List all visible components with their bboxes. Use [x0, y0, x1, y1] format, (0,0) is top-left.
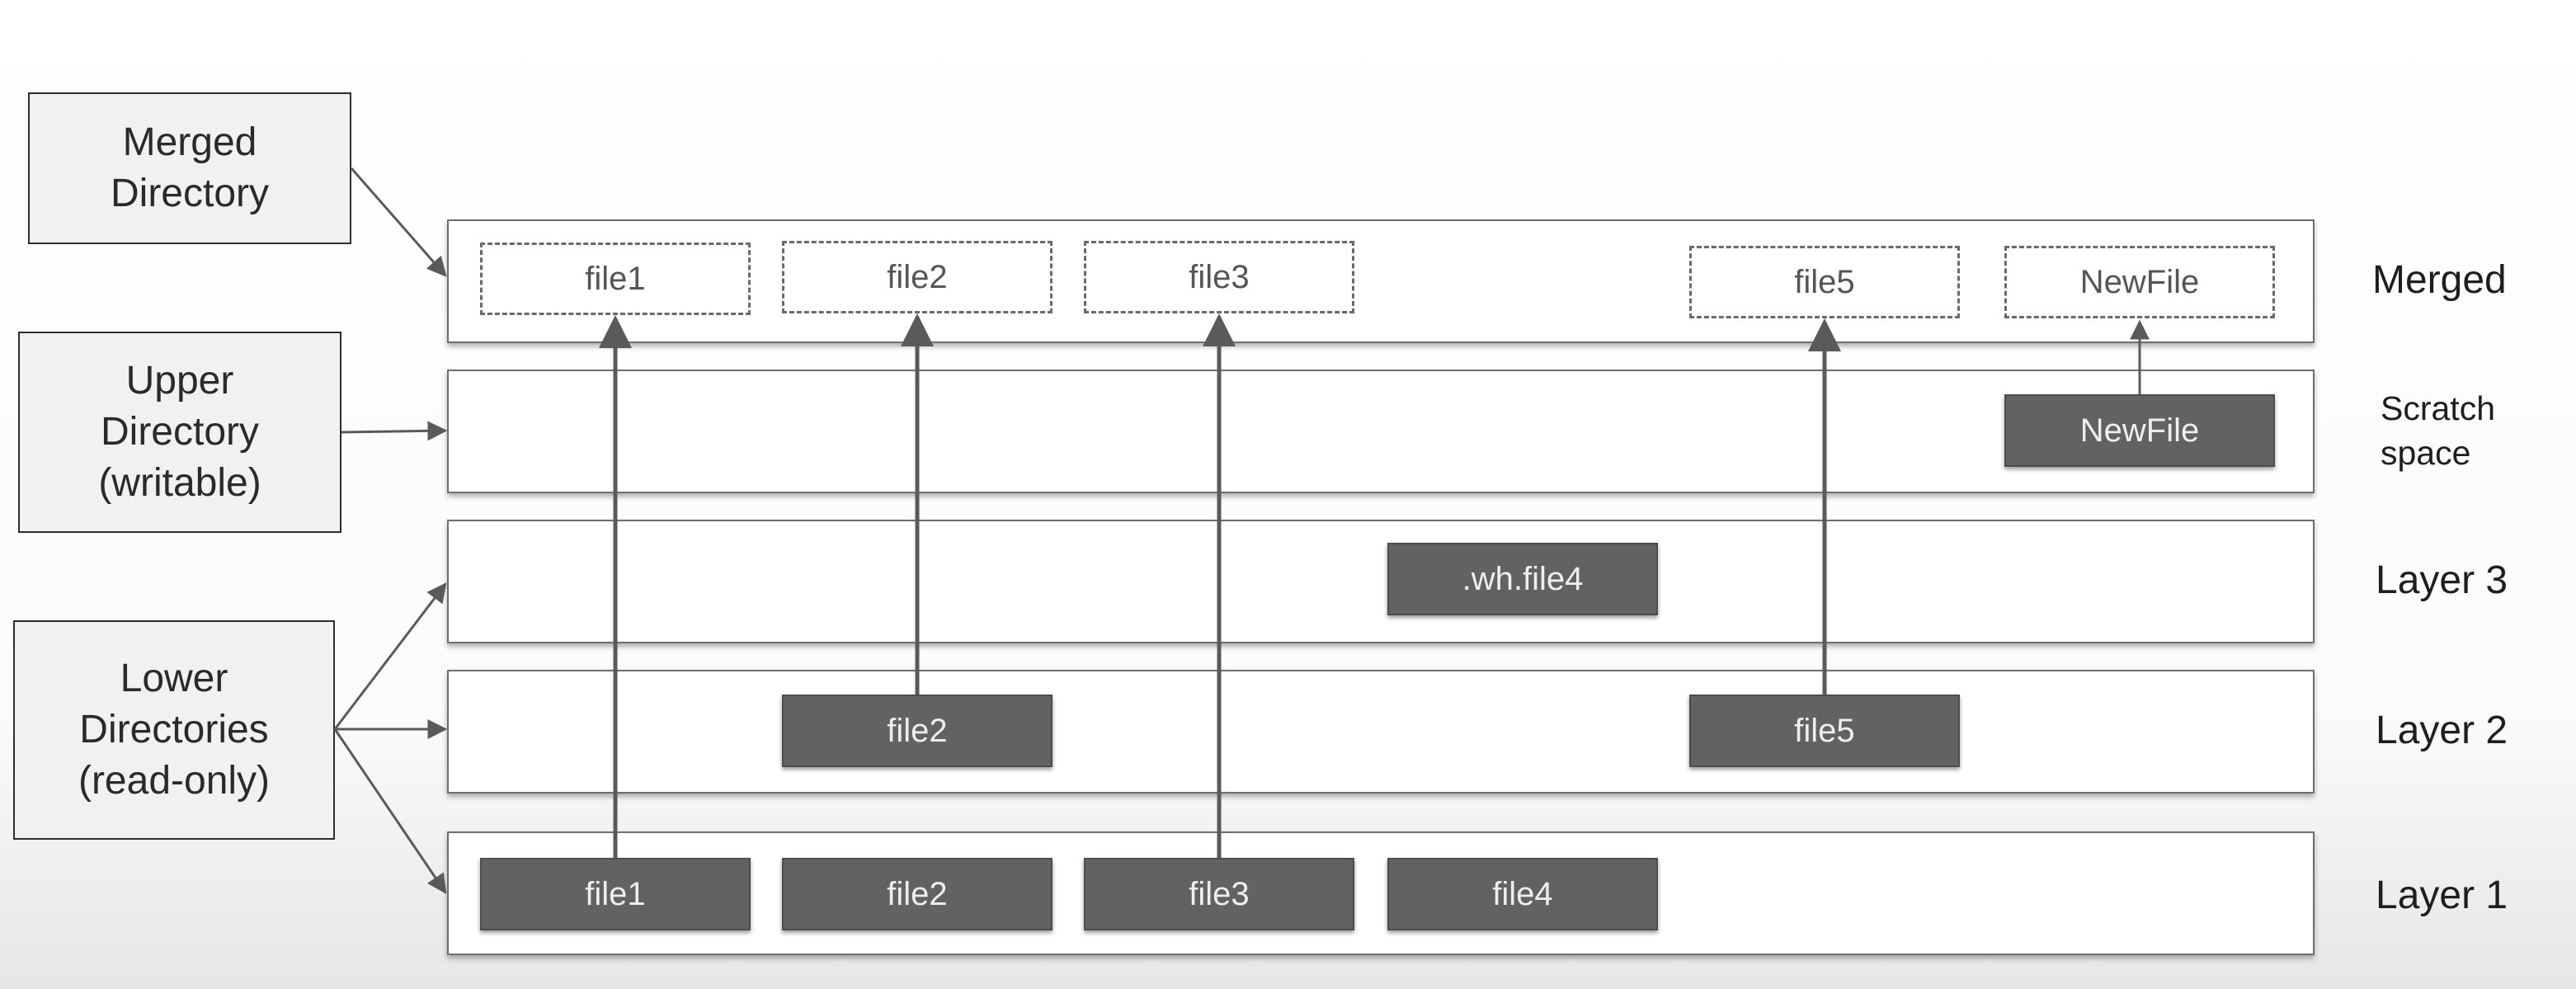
layer-3: [447, 520, 2315, 643]
layer1-file1: file1: [480, 858, 751, 930]
arrow-lower-to-layer3: [333, 582, 447, 730]
upper-directory-label: Upper Directory (writable): [18, 332, 341, 533]
layer-1: [447, 831, 2315, 955]
arrow-lower-to-layer1: [333, 728, 447, 894]
layer-1-label: Layer 1: [2376, 874, 2508, 917]
scratch-space-label: Scratch space: [2381, 389, 2495, 472]
merged-file1: file1: [480, 243, 751, 315]
merged-layer-label: Merged: [2372, 258, 2507, 302]
layer-3-label: Layer 3: [2376, 558, 2508, 602]
merged-directory-label: Merged Directory: [28, 92, 351, 244]
arrow-upper-directory: [341, 421, 448, 441]
lower-directories-label: Lower Directories (read-only): [13, 620, 335, 840]
layer-2: [447, 670, 2315, 794]
scratch-newfile: NewFile: [2004, 394, 2275, 467]
layer-2-label: Layer 2: [2376, 709, 2508, 752]
merged-file2: file2: [782, 241, 1053, 313]
merged-newfile: NewFile: [2004, 246, 2275, 318]
arrow-merged-directory: [350, 167, 447, 277]
merged-file3: file3: [1084, 241, 1354, 313]
layer2-file5: file5: [1689, 695, 1960, 767]
merged-file5: file5: [1689, 246, 1960, 318]
layer1-file3: file3: [1084, 858, 1354, 930]
merged-layer: [447, 219, 2315, 343]
layer1-file4: file4: [1387, 858, 1658, 930]
layer1-file2: file2: [782, 858, 1053, 930]
layer2-file2: file2: [782, 695, 1053, 767]
scratch-space-layer: [447, 370, 2315, 493]
layer3-whiteout-file4: .wh.file4: [1387, 543, 1658, 615]
